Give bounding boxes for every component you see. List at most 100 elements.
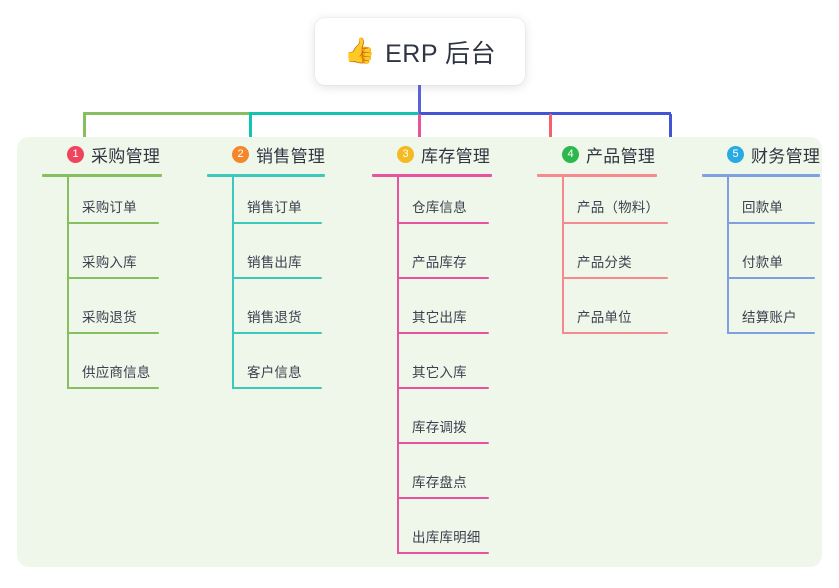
column-items: 回款单付款单结算账户	[702, 177, 839, 342]
thumbs-up-icon: 👍	[343, 37, 376, 65]
list-item[interactable]: 销售出库	[207, 232, 362, 287]
list-item[interactable]: 客户信息	[207, 342, 362, 397]
list-item[interactable]: 付款单	[702, 232, 839, 287]
column-title: 库存管理	[421, 146, 491, 166]
list-item-label: 产品单位	[577, 310, 632, 325]
column-trunk-line	[562, 177, 564, 334]
list-item-rule	[232, 332, 322, 334]
list-item[interactable]: 产品库存	[372, 232, 527, 287]
list-item[interactable]: 回款单	[702, 177, 839, 232]
column-heading-1[interactable]: 1 采购管理	[42, 137, 197, 171]
list-item[interactable]: 采购入库	[42, 232, 197, 287]
list-item-label: 其它出库	[412, 310, 467, 325]
column-heading-2[interactable]: 2 销售管理	[207, 137, 362, 171]
list-item[interactable]: 出库库明细	[372, 507, 527, 562]
column-items: 销售订单销售出库销售退货客户信息	[207, 177, 362, 397]
list-item[interactable]: 库存盘点	[372, 452, 527, 507]
connector-root-down	[418, 85, 421, 114]
list-item-label: 客户信息	[247, 365, 302, 380]
connector-drop-column-4	[549, 114, 552, 142]
mindmap-column-4: 4 产品管理产品（物料） 产品分类产品单位	[537, 137, 697, 342]
list-item-rule	[727, 222, 815, 224]
list-item-rule	[562, 277, 668, 279]
column-heading-rule	[537, 174, 657, 177]
list-item[interactable]: 采购退货	[42, 287, 197, 342]
list-item[interactable]: 产品分类	[537, 232, 697, 287]
list-item-rule	[727, 332, 815, 334]
list-item-rule	[67, 332, 159, 334]
column-number-badge: 2	[232, 145, 249, 163]
list-item-rule	[562, 222, 668, 224]
list-item-label: 出库库明细	[412, 530, 481, 545]
list-item-rule	[397, 442, 489, 444]
list-item-rule	[397, 552, 489, 554]
list-item-label: 库存盘点	[412, 475, 467, 490]
column-heading-rule	[372, 174, 492, 177]
column-items: 采购订单采购入库采购退货供应商信息	[42, 177, 197, 397]
connector-drop-column-5	[669, 114, 672, 145]
connector-drop-column-3	[418, 114, 421, 142]
column-items: 仓库信息产品库存其它出库其它入库库存调拨库存盘点出库库明细	[372, 177, 527, 562]
list-item-rule	[232, 222, 322, 224]
connector-bus-segment-1	[83, 112, 139, 115]
column-number-badge: 4	[562, 145, 579, 163]
column-title: 财务管理	[751, 146, 821, 166]
list-item[interactable]: 供应商信息	[42, 342, 197, 397]
column-items: 产品（物料） 产品分类产品单位	[537, 177, 697, 342]
connector-bus-segment-4	[419, 112, 671, 115]
column-number-badge: 1	[67, 145, 84, 163]
list-item[interactable]: 其它入库	[372, 342, 527, 397]
column-trunk-line	[232, 177, 234, 389]
mindmap-column-5: 5 财务管理回款单付款单结算账户	[702, 137, 839, 342]
list-item-label: 仓库信息	[412, 200, 467, 215]
list-item[interactable]: 产品（物料）	[537, 177, 697, 232]
list-item-label: 产品库存	[412, 255, 467, 270]
list-item-rule	[397, 387, 489, 389]
list-item[interactable]: 产品单位	[537, 287, 697, 342]
list-item-rule	[232, 277, 322, 279]
list-item-label: 销售出库	[247, 255, 302, 270]
list-item-label: 销售退货	[247, 310, 302, 325]
root-title-card: 👍 ERP 后台	[315, 18, 525, 85]
list-item-label: 采购入库	[82, 255, 137, 270]
column-heading-3[interactable]: 3 库存管理	[372, 137, 527, 171]
list-item-rule	[397, 332, 489, 334]
column-number-badge: 3	[397, 145, 414, 163]
column-trunk-line	[67, 177, 69, 389]
list-item[interactable]: 结算账户	[702, 287, 839, 342]
list-item-label: 回款单	[742, 200, 784, 215]
connector-bus-segment-2	[139, 112, 249, 115]
list-item-rule	[67, 387, 159, 389]
list-item-rule	[727, 277, 815, 279]
list-item-label: 库存调拨	[412, 420, 467, 435]
list-item-label: 付款单	[742, 255, 784, 270]
list-item-label: 采购退货	[82, 310, 137, 325]
list-item-rule	[397, 277, 489, 279]
column-title: 采购管理	[91, 146, 161, 166]
column-number-badge: 5	[727, 145, 744, 163]
list-item[interactable]: 其它出库	[372, 287, 527, 342]
list-item-rule	[562, 332, 668, 334]
column-heading-rule	[42, 174, 162, 177]
list-item[interactable]: 销售订单	[207, 177, 362, 232]
list-item-label: 采购订单	[82, 200, 137, 215]
list-item[interactable]: 采购订单	[42, 177, 197, 232]
column-heading-5[interactable]: 5 财务管理	[702, 137, 839, 171]
column-title: 销售管理	[256, 146, 326, 166]
list-item-rule	[67, 222, 159, 224]
list-item-label: 产品（物料）	[577, 200, 660, 215]
connector-drop-column-1	[83, 114, 86, 142]
root-title-inner: 👍 ERP 后台	[344, 34, 496, 70]
list-item[interactable]: 仓库信息	[372, 177, 527, 232]
column-heading-rule	[207, 174, 325, 177]
list-item[interactable]: 库存调拨	[372, 397, 527, 452]
list-item[interactable]: 销售退货	[207, 287, 362, 342]
list-item-rule	[397, 222, 489, 224]
list-item-label: 销售订单	[247, 200, 302, 215]
column-trunk-line	[727, 177, 729, 334]
page-title: ERP 后台	[385, 39, 497, 68]
column-title: 产品管理	[586, 146, 656, 166]
connector-bus-segment-3	[249, 112, 419, 115]
column-heading-4[interactable]: 4 产品管理	[537, 137, 697, 171]
mindmap-panel: 1 采购管理采购订单采购入库采购退货供应商信息 2 销售管理销售订单销售出库销售退货客…	[17, 137, 822, 567]
